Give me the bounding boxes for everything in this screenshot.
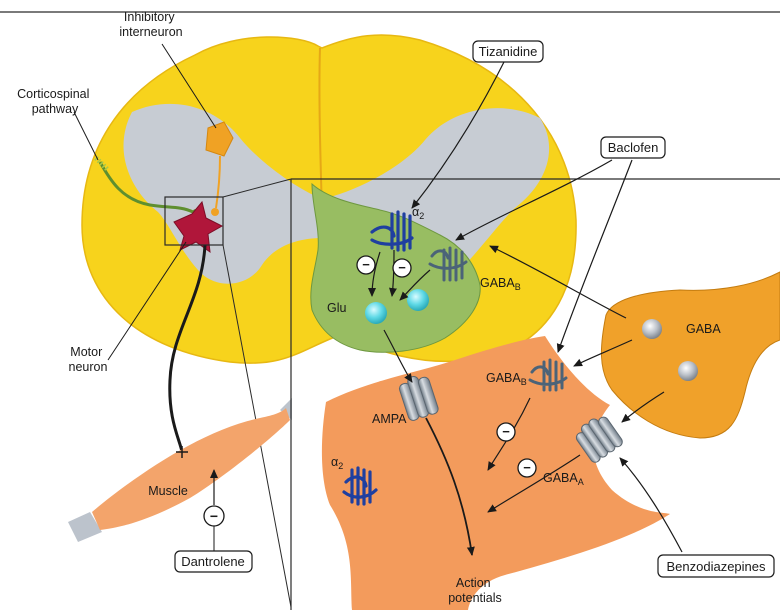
gabaa-post-arrow <box>487 454 581 513</box>
inhibit-symbol-dantrolene: − <box>203 505 225 527</box>
arrows <box>210 59 683 556</box>
label-alpha2-postsynaptic: α2 <box>331 455 343 471</box>
gabab-receptor-presynaptic <box>428 246 468 282</box>
gabab-receptor-postsynaptic <box>528 358 568 392</box>
interneuron-terminal <box>211 208 219 216</box>
gaba-vesicle <box>642 319 662 339</box>
gray-matter-left <box>123 103 322 284</box>
svg-text:Tizanidine: Tizanidine <box>479 44 538 59</box>
muscle-belly <box>92 408 290 530</box>
text-labels: Inhibitory interneuron Corticospinal pat… <box>17 10 721 605</box>
gaba-vesicle <box>678 361 698 381</box>
svg-text:−: − <box>523 460 531 475</box>
svg-text:Baclofen: Baclofen <box>608 140 659 155</box>
inhibition-symbols: − − − − − <box>203 255 537 527</box>
ampa-channel <box>398 376 439 421</box>
label-gabaa-postsynaptic: GABAA <box>543 471 584 487</box>
alpha2-receptor-presynaptic <box>370 210 414 252</box>
label-muscle: Muscle <box>148 484 188 498</box>
label-gabab-postsynaptic: GABAB <box>486 371 527 387</box>
corticospinal-fiber <box>98 161 194 214</box>
motor-neuron-axon <box>168 244 207 453</box>
drug-label-dantrolene: Dantrolene <box>174 550 253 573</box>
baclofen-arrow-postsynaptic <box>556 159 633 353</box>
interneuron-body <box>205 121 234 157</box>
inhibit-symbol-gabaa: − <box>517 458 537 478</box>
neuromuscular-junction <box>176 446 188 458</box>
zoom-region-box <box>164 196 224 246</box>
baclofen-arrow-presynaptic <box>455 159 613 241</box>
benzodiazepine-arrow <box>619 457 683 553</box>
label-gaba: GABA <box>686 322 721 336</box>
gabab-inhibit-arrow <box>399 269 431 301</box>
drug-label-tizanidine: Tizanidine <box>472 40 544 63</box>
tizanidine-arrow <box>411 59 506 209</box>
label-alpha2-presynaptic: α2 <box>412 205 424 221</box>
label-corticospinal-pathway: Corticospinal pathway <box>17 87 93 116</box>
label-ampa: AMPA <box>372 412 407 426</box>
muscle-tendon-lower <box>68 512 102 542</box>
alpha2-receptor-postsynaptic <box>342 466 378 506</box>
inhibit-symbol-gabab-pre: − <box>392 258 412 278</box>
glu-vesicle <box>407 289 429 311</box>
label-inhibitory-interneuron: Inhibitory interneuron <box>119 10 182 39</box>
label-glu: Glu <box>327 301 347 315</box>
interneuron-leader <box>161 43 217 129</box>
leader-lines <box>73 43 217 361</box>
svg-text:−: − <box>210 508 218 524</box>
svg-text:−: − <box>398 260 406 275</box>
ampa-to-ap-arrow <box>425 417 475 556</box>
drug-label-benzodiazepines: Benzodiazepines <box>657 554 775 578</box>
corticospinal-leader <box>73 111 99 161</box>
gaba-arrow-postsynaptic <box>573 339 633 367</box>
label-motor-neuron: Motor neuron <box>69 345 108 374</box>
glu-release-arrow <box>383 329 413 383</box>
svg-text:−: − <box>362 257 370 272</box>
motor-neuron-leader <box>107 241 187 361</box>
interneuron-axon <box>215 155 221 209</box>
glu-vesicle <box>365 302 387 324</box>
alpha2-inhibit-arrow-1 <box>368 251 381 297</box>
inhibitory-interneuron <box>205 121 234 216</box>
inhibit-symbol-alpha2a: − <box>356 255 376 275</box>
svg-text:Dantrolene: Dantrolene <box>181 554 245 569</box>
synapse-panel <box>290 178 780 610</box>
gaba-arrow-presynaptic <box>489 245 627 319</box>
gaba-arrow-gabaa <box>621 391 665 423</box>
muscle <box>68 398 292 542</box>
gaba-terminal <box>600 271 780 439</box>
gabaa-channel <box>575 416 623 463</box>
zoom-line-top <box>222 178 292 198</box>
drug-label-baclofen: Baclofen <box>600 136 666 159</box>
inhibit-symbol-gabab-post: − <box>496 422 516 442</box>
label-gabab-presynaptic: GABAB <box>480 276 521 292</box>
corticospinal-fiber-dashed-end <box>94 156 110 172</box>
svg-text:−: − <box>502 424 510 439</box>
label-action-potentials: Action potentials <box>448 576 502 605</box>
svg-text:Benzodiazepines: Benzodiazepines <box>666 559 766 574</box>
